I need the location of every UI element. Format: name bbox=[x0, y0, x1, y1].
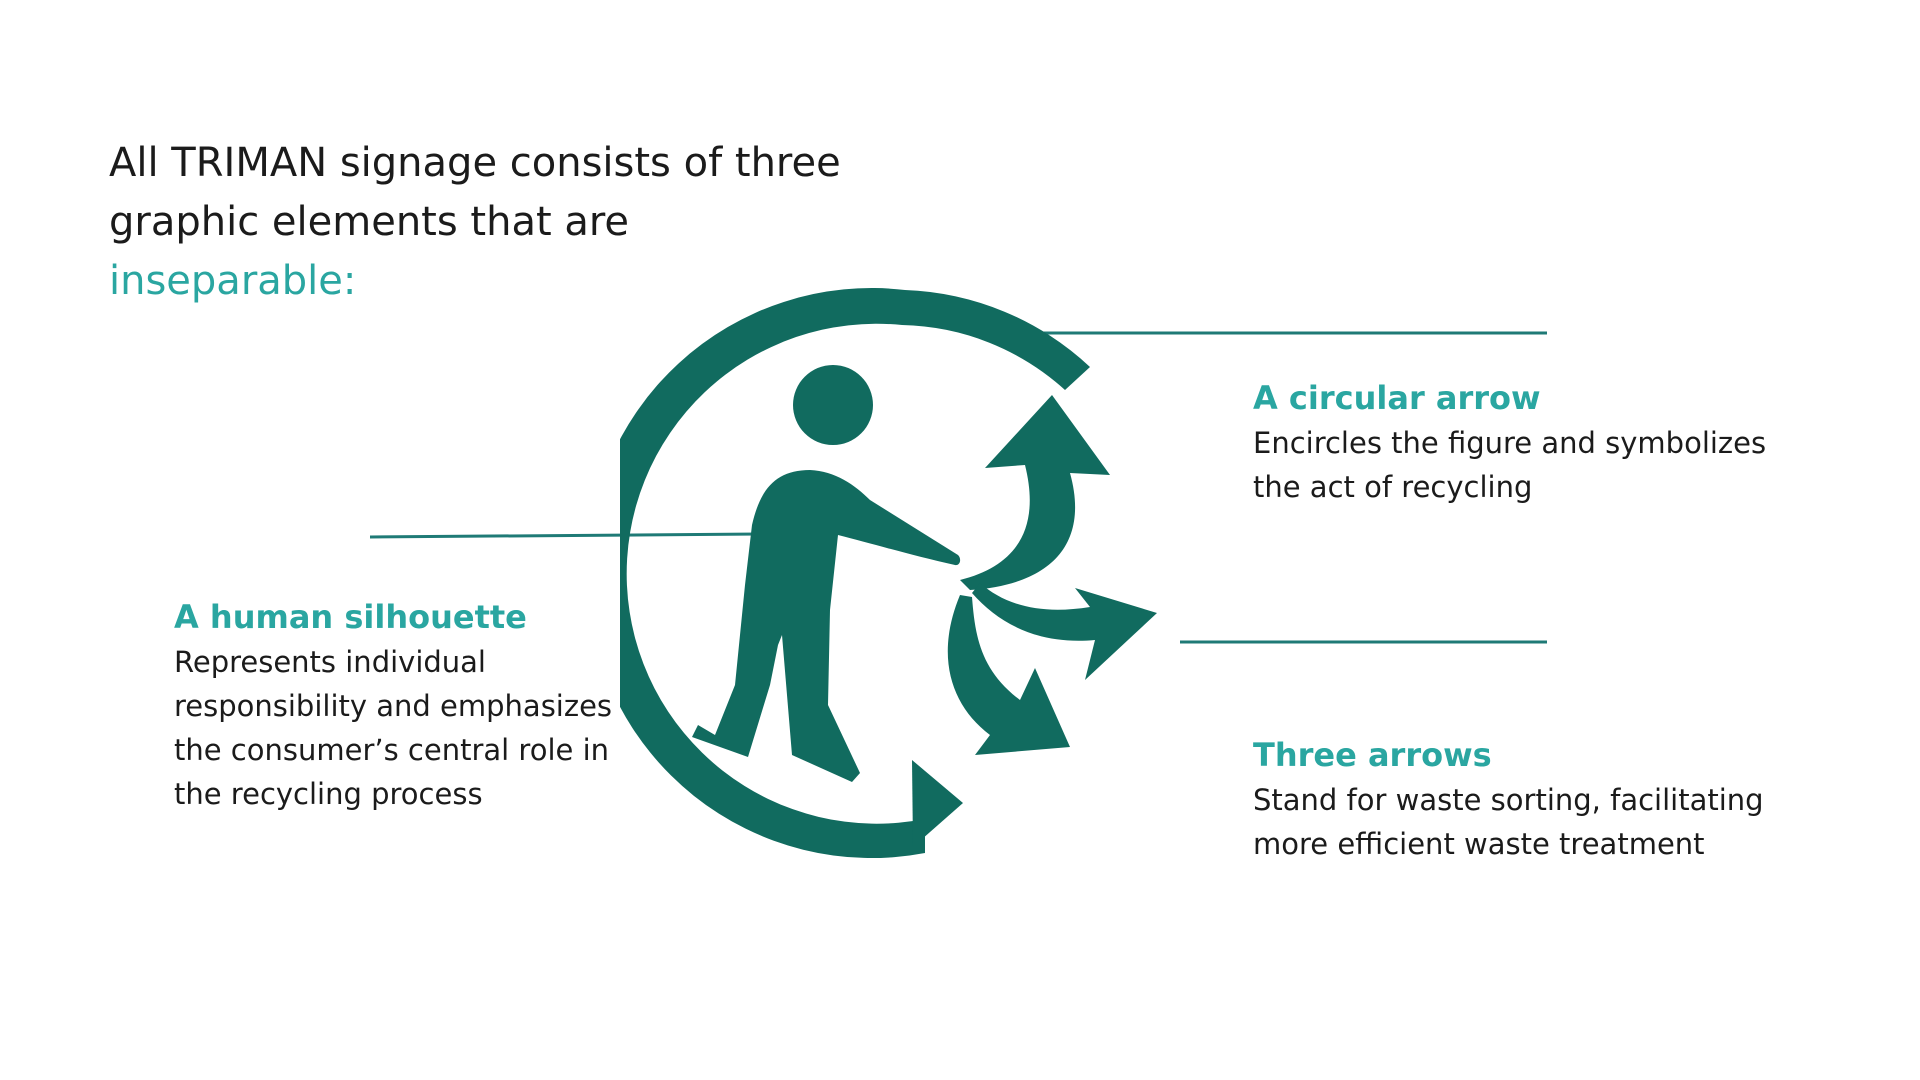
triman-logo-icon bbox=[620, 288, 1157, 859]
circular-arrow-head-bottom bbox=[912, 760, 963, 847]
silhouette-body bbox=[692, 470, 961, 782]
human-silhouette-block: A human silhouette Represents individual… bbox=[174, 594, 714, 816]
circular-arrow-block: A circular arrow Encircles the figure an… bbox=[1253, 375, 1873, 509]
three-arrows-block: Three arrows Stand for waste sorting, fa… bbox=[1253, 732, 1873, 866]
sorting-arrow-upper bbox=[960, 395, 1110, 590]
three-arrows-description: Stand for waste sorting, facilitating mo… bbox=[1253, 783, 1764, 861]
circular-arrow-ring bbox=[620, 288, 1090, 859]
circular-arrow-title: A circular arrow bbox=[1253, 379, 1541, 417]
silhouette-head bbox=[793, 365, 873, 445]
intro-line-3-accent: inseparable: bbox=[109, 258, 357, 304]
circular-arrow-description: Encircles the figure and symbolizes the … bbox=[1253, 426, 1767, 504]
three-arrows-title: Three arrows bbox=[1253, 736, 1492, 774]
sorting-arrow-lower bbox=[947, 595, 1070, 755]
human-silhouette-description: Represents individual responsibility and… bbox=[174, 645, 613, 811]
intro-line-1: All TRIMAN signage consists of three bbox=[109, 140, 841, 186]
human-silhouette-title: A human silhouette bbox=[174, 598, 527, 636]
sorting-arrow-middle bbox=[972, 583, 1157, 680]
connector-line-human bbox=[369, 532, 761, 539]
intro-heading: All TRIMAN signage consists of three gra… bbox=[109, 134, 929, 311]
intro-line-2: graphic elements that are bbox=[109, 199, 630, 245]
